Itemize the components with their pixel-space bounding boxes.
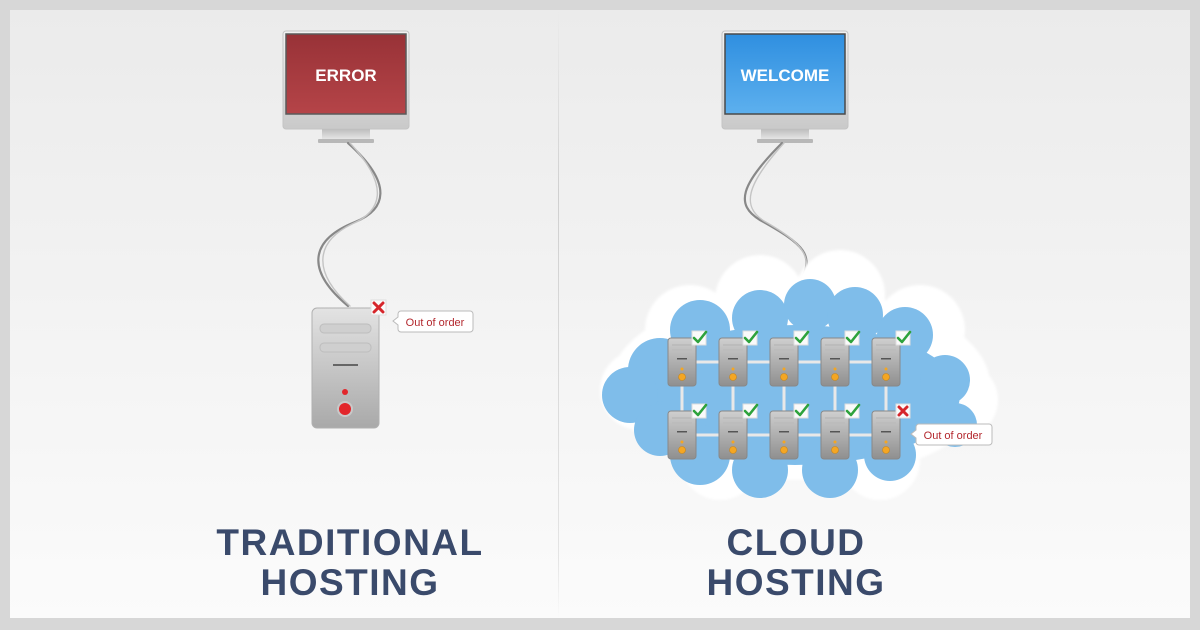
- cloud-server: [718, 403, 759, 460]
- check-icon: [692, 330, 708, 344]
- cloud-server: [871, 403, 911, 460]
- cloud-out-of-order-callout: Out of order: [910, 423, 993, 446]
- status-ok-badge: [691, 403, 708, 419]
- traditional-out-of-order-callout: Out of order: [392, 310, 474, 333]
- traditional-cable: [317, 141, 382, 308]
- status-ok-badge: [742, 403, 759, 419]
- check-icon: [743, 403, 759, 417]
- cloud-hosting-title: CLOUD HOSTING: [706, 522, 886, 603]
- traditional-fail-badge: [370, 299, 387, 316]
- status-ok-badge: [793, 330, 810, 346]
- status-ok-badge: [895, 330, 912, 346]
- cloud-server: [718, 330, 759, 387]
- traditional-server: [311, 307, 380, 429]
- cloud-server: [871, 330, 912, 387]
- traditional-hosting-title: TRADITIONAL HOSTING: [216, 522, 484, 603]
- error-screen-text: ERROR: [315, 66, 376, 85]
- status-ok-badge: [691, 330, 708, 346]
- check-icon: [845, 330, 861, 344]
- check-icon: [794, 330, 810, 344]
- status-ok-badge: [742, 330, 759, 346]
- welcome-screen-text: WELCOME: [741, 66, 830, 85]
- diagram-frame: [10, 10, 1190, 618]
- traditional-monitor: ERROR: [282, 30, 410, 143]
- check-icon: [896, 330, 912, 344]
- status-fail-badge: [895, 403, 911, 419]
- cloud-server: [667, 330, 708, 387]
- cloud-cable: [743, 141, 808, 284]
- error-screen: [285, 33, 407, 115]
- status-ok-badge: [793, 403, 810, 419]
- svg-text:Out of order: Out of order: [924, 430, 983, 442]
- check-icon: [845, 403, 861, 417]
- cloud-server: [820, 330, 861, 387]
- status-ok-badge: [844, 403, 861, 419]
- check-icon: [692, 403, 708, 417]
- cloud-server: [667, 403, 708, 460]
- check-icon: [743, 330, 759, 344]
- x-icon: [897, 405, 909, 417]
- cloud-server: [769, 330, 810, 387]
- status-ok-badge: [844, 330, 861, 346]
- cloud-monitor: WELCOME: [721, 30, 849, 143]
- panel-divider: [558, 10, 559, 618]
- welcome-screen: [724, 33, 846, 115]
- cloud-server: [820, 403, 861, 460]
- cloud-server-grid: [667, 330, 912, 460]
- check-icon: [794, 403, 810, 417]
- x-icon: [372, 301, 385, 314]
- cloud-server: [769, 403, 810, 460]
- svg-text:Out of order: Out of order: [406, 317, 465, 329]
